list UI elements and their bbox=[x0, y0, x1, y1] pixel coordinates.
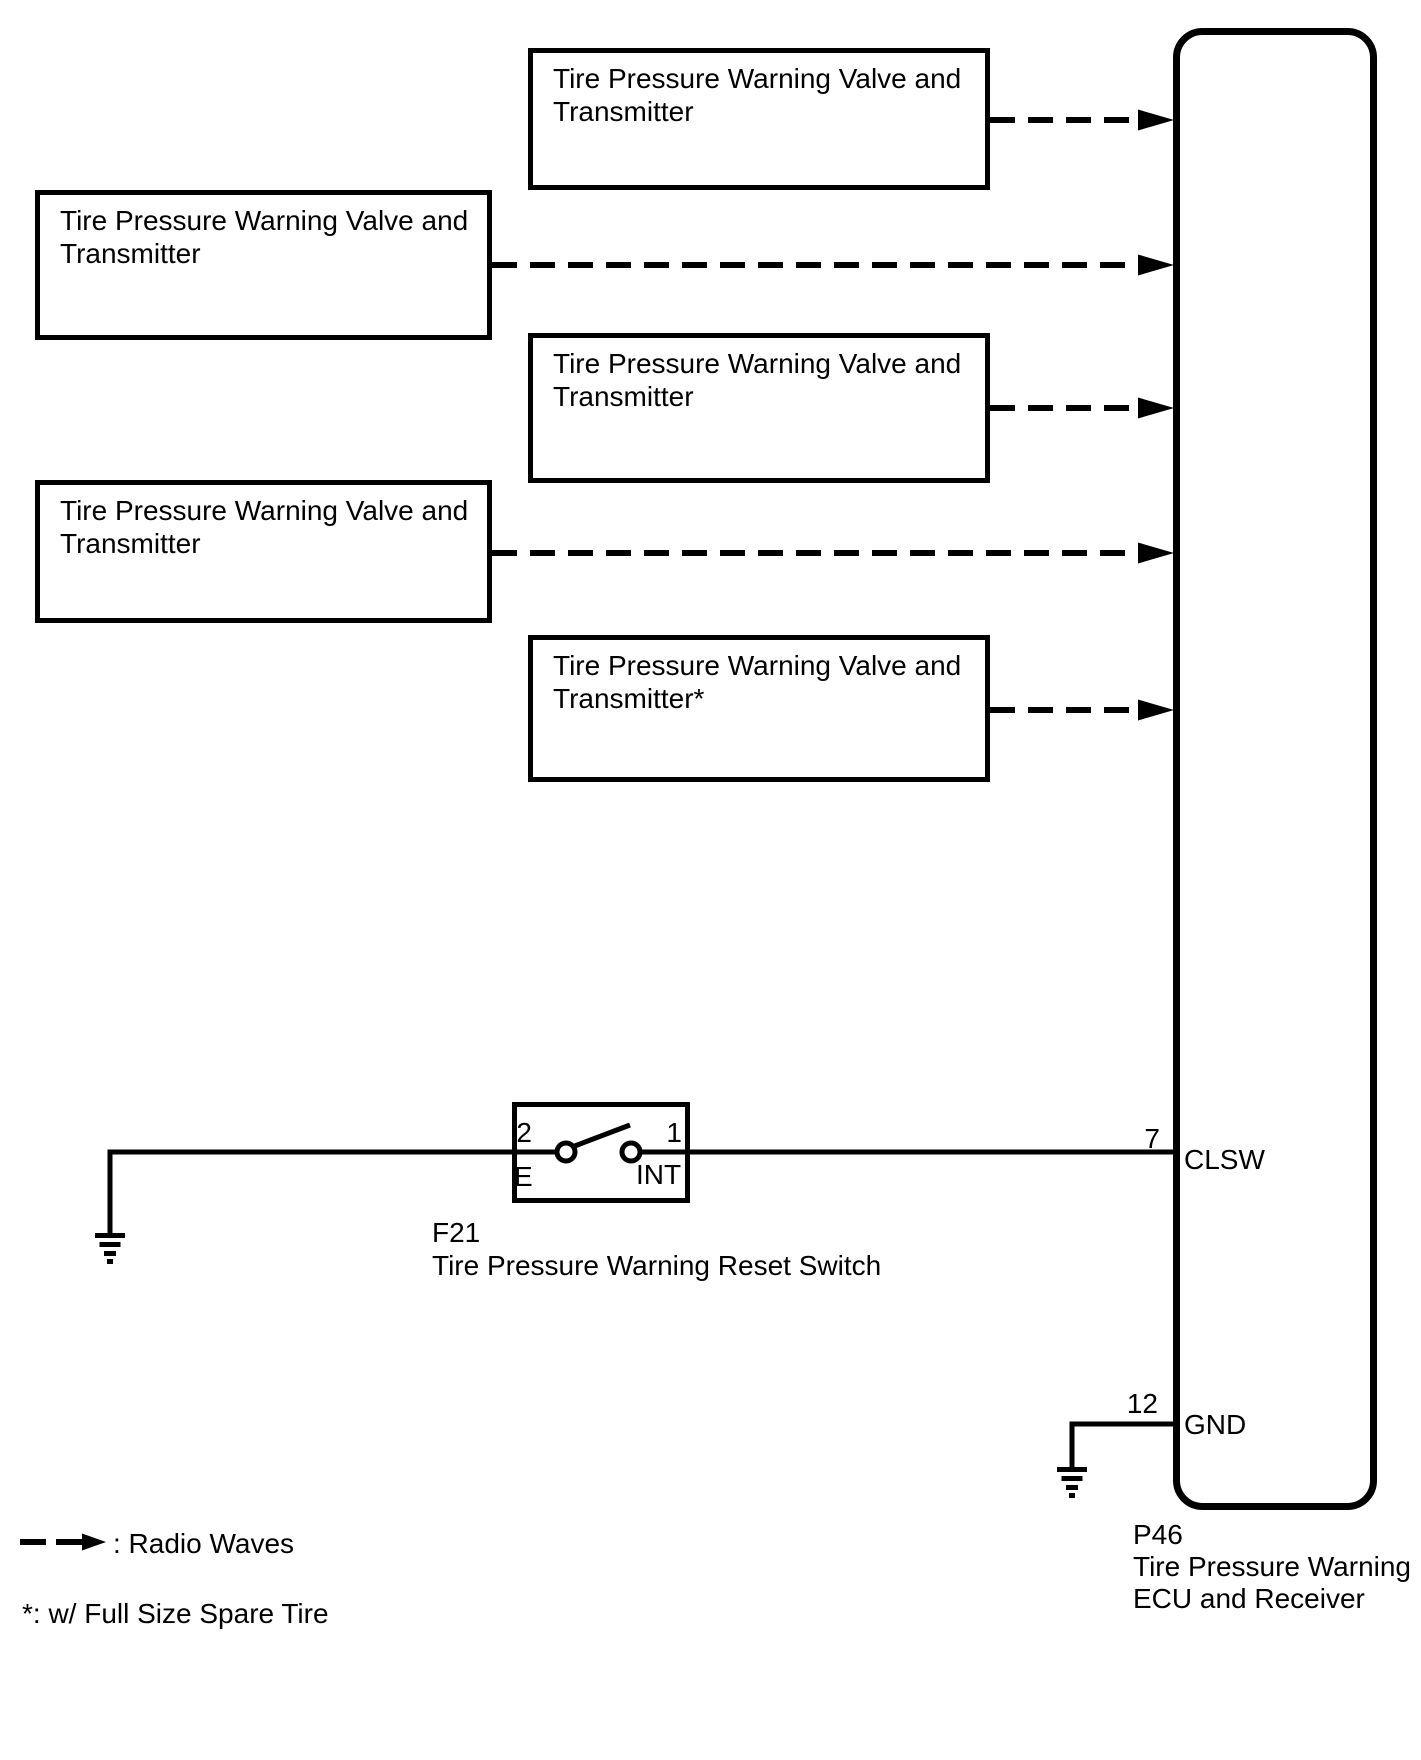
transmitter-label-5-line1: Tire Pressure Warning Valve and bbox=[553, 650, 962, 681]
transmitter-box-5 bbox=[528, 635, 990, 782]
transmitter-box-3 bbox=[528, 333, 990, 483]
arrowhead-icon bbox=[1138, 109, 1174, 131]
reset-switch-name: Tire Pressure Warning Reset Switch bbox=[432, 1250, 882, 1281]
ecu-pin-number-gnd: 12 bbox=[1126, 1388, 1158, 1419]
ecu-code: P46 bbox=[1133, 1519, 1183, 1550]
transmitter-label-2: Tire Pressure Warning Valve and Transmit… bbox=[60, 204, 468, 270]
transmitter-box-outlines bbox=[35, 48, 990, 782]
spare-tire-footnote: *: w/ Full Size Spare Tire bbox=[22, 1598, 329, 1629]
arrowhead-icon bbox=[1138, 397, 1174, 419]
transmitter-label-2-line2: Transmitter bbox=[60, 238, 201, 269]
switch-terminal-2 bbox=[554, 1140, 578, 1164]
wire-ground-to-switch bbox=[107, 1149, 557, 1236]
switch-terminal-1 bbox=[619, 1140, 643, 1164]
reset-switch-circuit bbox=[107, 1102, 1173, 1236]
switch-pin-number-1: 1 bbox=[666, 1117, 682, 1148]
radio-wave-arrows bbox=[492, 109, 1174, 721]
ecu-pin-label-gnd: GND bbox=[1184, 1409, 1247, 1440]
arrowhead-icon bbox=[1138, 699, 1174, 721]
transmitter-label-5-line2: Transmitter* bbox=[553, 683, 705, 714]
transmitter-label-1: Tire Pressure Warning Valve and Transmit… bbox=[553, 62, 961, 128]
transmitter-label-4-line2: Transmitter bbox=[60, 528, 201, 559]
reset-switch-outline bbox=[512, 1102, 690, 1203]
radio-waves-legend-label: : Radio Waves bbox=[113, 1528, 295, 1559]
ecu-name-line2: ECU and Receiver bbox=[1133, 1583, 1365, 1614]
ecu-caption: P46 Tire Pressure Warning ECU and Receiv… bbox=[1133, 1519, 1411, 1615]
transmitter-label-1-line2: Transmitter bbox=[553, 96, 694, 127]
ground-icon bbox=[95, 1233, 125, 1264]
transmitter-box-4 bbox=[35, 480, 492, 623]
transmitter-label-2-line1: Tire Pressure Warning Valve and bbox=[60, 205, 469, 236]
ecu-pin-label-clsw: CLSW bbox=[1184, 1144, 1265, 1175]
ecu-pin-number-clsw: 7 bbox=[1144, 1123, 1160, 1154]
reset-switch-caption: F21 Tire Pressure Warning Reset Switch bbox=[432, 1216, 881, 1282]
transmitter-label-1-line1: Tire Pressure Warning Valve and bbox=[553, 63, 962, 94]
radio-waves-legend-icon bbox=[20, 1533, 106, 1551]
transmitter-label-3-line1: Tire Pressure Warning Valve and bbox=[553, 348, 962, 379]
arrowhead-icon bbox=[1138, 542, 1174, 564]
transmitter-label-5: Tire Pressure Warning Valve and Transmit… bbox=[553, 649, 961, 715]
transmitter-label-3: Tire Pressure Warning Valve and Transmit… bbox=[553, 347, 961, 413]
ecu-outline bbox=[1173, 28, 1377, 1510]
reset-switch-code: F21 bbox=[432, 1217, 481, 1248]
wire-gnd-to-ground bbox=[1069, 1421, 1173, 1469]
switch-pin-label-e: E bbox=[514, 1161, 533, 1192]
ecu-name-line1: Tire Pressure Warning bbox=[1133, 1551, 1412, 1582]
ground-icon bbox=[1057, 1467, 1087, 1498]
switch-lever bbox=[571, 1122, 631, 1150]
transmitter-box-2 bbox=[35, 190, 492, 340]
transmitter-label-3-line2: Transmitter bbox=[553, 381, 694, 412]
transmitter-box-1 bbox=[528, 48, 990, 190]
transmitter-label-4-line1: Tire Pressure Warning Valve and bbox=[60, 495, 469, 526]
arrowhead-icon bbox=[1138, 254, 1174, 276]
switch-pin-label-int: INT bbox=[636, 1159, 682, 1190]
switch-pin-number-2: 2 bbox=[516, 1117, 532, 1148]
transmitter-label-4: Tire Pressure Warning Valve and Transmit… bbox=[60, 494, 468, 560]
